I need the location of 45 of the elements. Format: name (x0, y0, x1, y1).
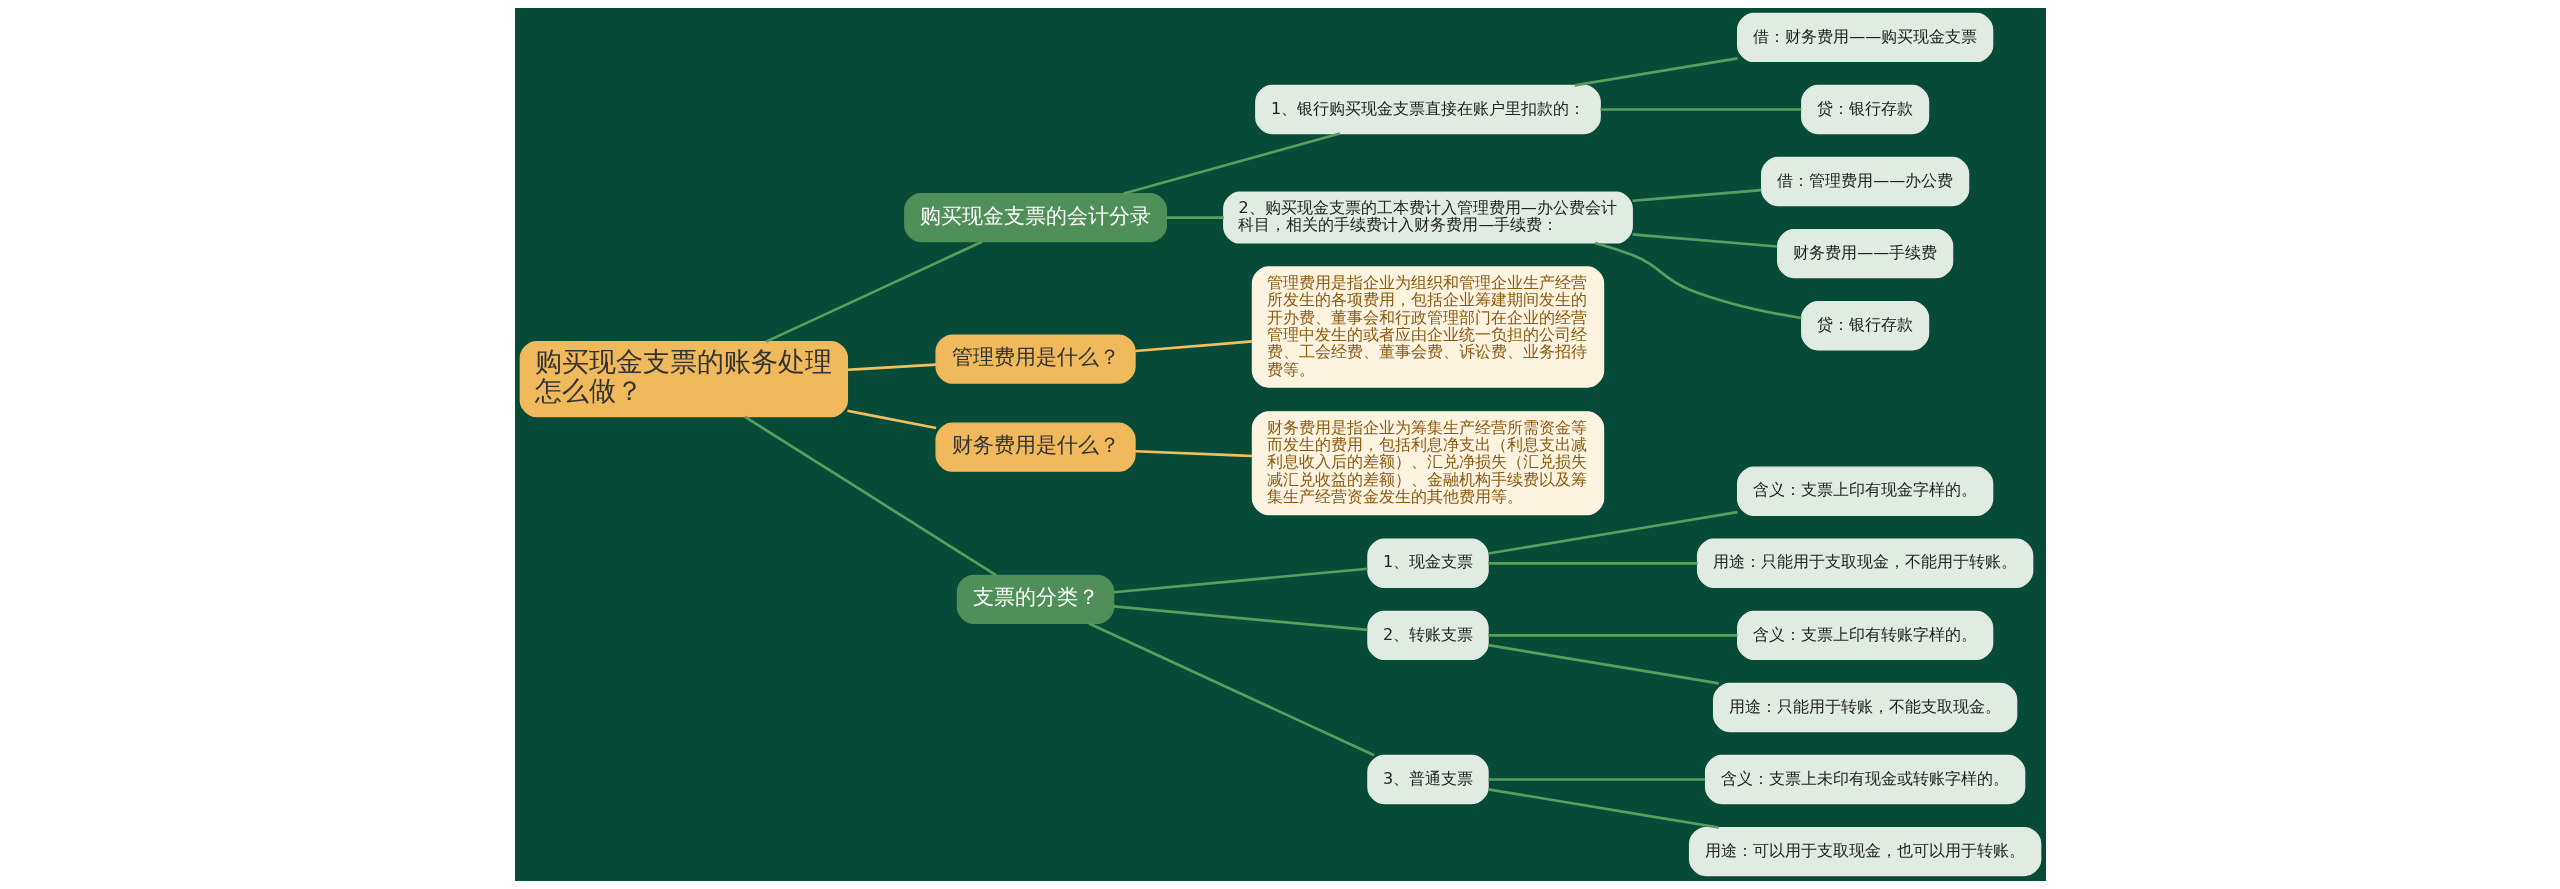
node-box: 用途：只能用于支取现金，不能用于转账。 (1696, 538, 2033, 588)
node-box: 财务费用是什么？ (934, 422, 1136, 472)
node-box: 财务费用是指企业为筹集生产经营所需资金等而发生的费用，包括利息净支出（利息支出减利息收入后的差额）、汇兑净损失（汇兑损失减汇兑收益的差额）、金融机构手续费以及筹集生产经营资金发生的其他费用等。 (1251, 411, 1604, 516)
connector (765, 240, 982, 343)
connector (1487, 510, 1738, 555)
connector (1631, 233, 1777, 248)
node-box: 借：财务费用——购买现金支票 (1736, 12, 1993, 63)
node-box: 用途：只能用于转账，不能支取现金。 (1712, 682, 2017, 733)
connector (1631, 188, 1761, 203)
connector (1487, 778, 1705, 781)
connector (1594, 241, 1802, 320)
connector (846, 363, 936, 372)
connector (1166, 216, 1224, 219)
node-box: 购买现金支票的账务处理怎么做？ (519, 341, 848, 418)
node-box: 管理费用是指企业为组织和管理企业生产经营所发生的各项费用，包括企业筹建期间发生的开办费、董事会和行政管理部门在企业的经营管理中发生的或者应由企业统一负担的公司经费、工会经费、董事会费、诉讼费、业务招待费等。 (1251, 266, 1604, 388)
node-box: 1、现金支票 (1366, 538, 1489, 588)
node-box: 3、普通支票 (1366, 754, 1489, 805)
node-box: 财务费用——手续费 (1776, 228, 1953, 279)
connector (1573, 57, 1738, 87)
connector (846, 409, 936, 430)
node-box: 用途：可以用于支取现金，也可以用于转账。 (1688, 826, 2041, 877)
node-box: 含义：支票上印有现金字样的。 (1736, 466, 1993, 516)
node-box: 含义：支票上印有转账字样的。 (1736, 610, 1993, 661)
node-box: 支票的分类？ (956, 574, 1114, 625)
connector (1487, 561, 1698, 565)
connector (1134, 340, 1252, 353)
connector (743, 415, 997, 577)
connector (1487, 643, 1719, 685)
connector (1088, 622, 1375, 757)
node-box: 2、购买现金支票的工本费计入管理费用—办公费会计科目，相关的手续费计入财务费用—手续费： (1222, 191, 1633, 244)
connector (1113, 605, 1368, 632)
connector (1487, 634, 1737, 637)
connector (1113, 567, 1368, 594)
node-box: 管理费用是什么？ (934, 334, 1136, 384)
node-box: 2、转账支票 (1366, 610, 1489, 661)
node-box: 贷：银行存款 (1800, 84, 1929, 135)
connector (1599, 108, 1801, 111)
connector (1487, 788, 1719, 829)
node-box: 购买现金支票的会计分录 (903, 192, 1167, 243)
connector (1123, 132, 1340, 195)
node-box: 1、银行购买现金支票直接在账户里扣款的： (1254, 84, 1601, 135)
node-box: 含义：支票上未印有现金或转账字样的。 (1704, 754, 2025, 805)
node-box: 借：管理费用——办公费 (1760, 156, 1969, 207)
connector (1134, 449, 1252, 458)
node-box: 贷：银行存款 (1800, 301, 1929, 351)
